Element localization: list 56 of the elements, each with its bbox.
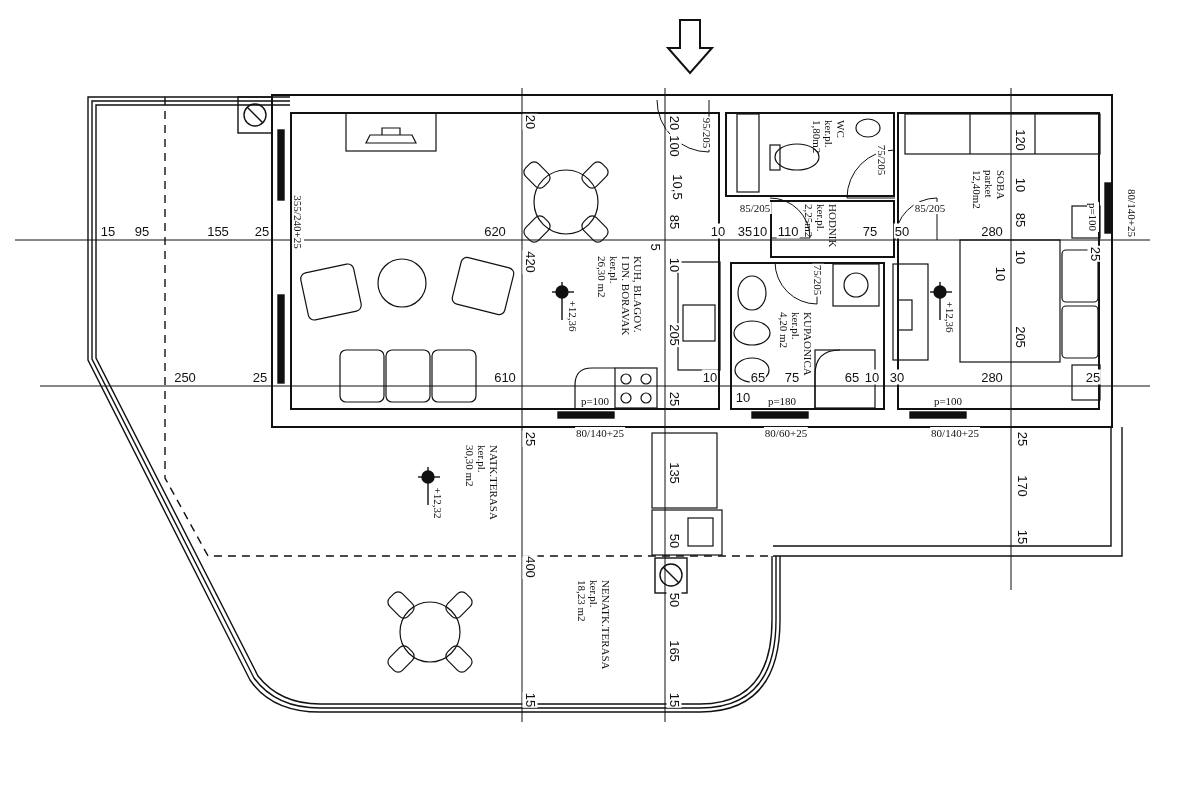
- dimension-label: 50: [893, 223, 911, 239]
- dimension-label: 25: [1087, 245, 1103, 263]
- area-text: 26,30 m2: [596, 256, 608, 298]
- opening-size-label: 80/60+25: [763, 427, 809, 439]
- room-name: WC: [835, 120, 847, 138]
- room-outline: [725, 112, 895, 197]
- floor-finish-text: parket: [983, 170, 995, 198]
- opening-size-label: 95/205: [701, 116, 713, 150]
- opening-size-label: 355/240+25: [292, 194, 304, 250]
- dimension-label: 15: [666, 691, 682, 709]
- dimension-label: 10: [863, 369, 881, 385]
- dimension-label: 15: [522, 691, 538, 709]
- dimension-label: 10: [701, 369, 719, 385]
- opening-size-label: 75/205: [876, 143, 888, 177]
- area-text: 12,40m2: [971, 170, 983, 209]
- floor-finish-text: ker.pl.: [790, 312, 802, 340]
- area-text: 18,23 m2: [576, 580, 588, 622]
- opening-size-label: 80/140+25: [575, 427, 625, 439]
- room-name: HODNIK: [827, 204, 839, 248]
- room-name: NATK.TERASA: [488, 445, 500, 520]
- dimension-label: 20: [666, 114, 682, 132]
- dimension-label: 25: [1084, 369, 1102, 385]
- room-name: I DN. BORAVAK: [620, 256, 632, 336]
- opening-size-label: p=100: [1087, 201, 1099, 233]
- area-text: 30,30 m2: [464, 445, 476, 487]
- area-text: 2,25m2: [803, 204, 815, 238]
- opening-size-label: 75/205: [812, 263, 824, 297]
- floor-finish-text: ker.pl.: [815, 204, 827, 232]
- floor-finish-text: ker.pl.: [588, 580, 600, 608]
- floor-finish-text: ker.pl.: [608, 256, 620, 284]
- room-name: KUPAONICA: [802, 312, 814, 376]
- dimension-label: 10: [709, 223, 727, 239]
- area-text: 4,20 m2: [778, 312, 790, 349]
- floor-finish-text: ker.pl.: [823, 120, 835, 148]
- floor-finish-text: ker.pl.: [476, 445, 488, 473]
- room-name: SOBA: [995, 170, 1007, 200]
- opening-size-label: +12,32: [432, 486, 444, 520]
- dimension-label: 50: [666, 591, 682, 609]
- opening-size-label: 80/140+25: [1126, 188, 1138, 238]
- opening-size-label: 85/205: [738, 202, 772, 214]
- opening-size-label: 80/140+25: [930, 427, 980, 439]
- opening-size-label: p=180: [766, 395, 798, 407]
- dimension-label: 30: [888, 369, 906, 385]
- opening-size-label: 85/205: [913, 202, 947, 214]
- dimension-label: 10,5: [669, 173, 685, 201]
- room-outline: [730, 262, 885, 410]
- room-name: NENATK.TERASA: [600, 580, 612, 670]
- opening-size-label: +12,36: [944, 300, 956, 334]
- room-outline: [770, 200, 895, 258]
- area-text: 1,80m2: [811, 120, 823, 154]
- opening-size-label: p=100: [579, 395, 611, 407]
- dimension-label: 100: [666, 134, 682, 158]
- opening-size-label: p=100: [932, 395, 964, 407]
- room-name: KUH, BLAGOV.: [632, 256, 644, 333]
- opening-size-label: +12,36: [567, 299, 579, 333]
- dimension-label: 400: [522, 555, 538, 579]
